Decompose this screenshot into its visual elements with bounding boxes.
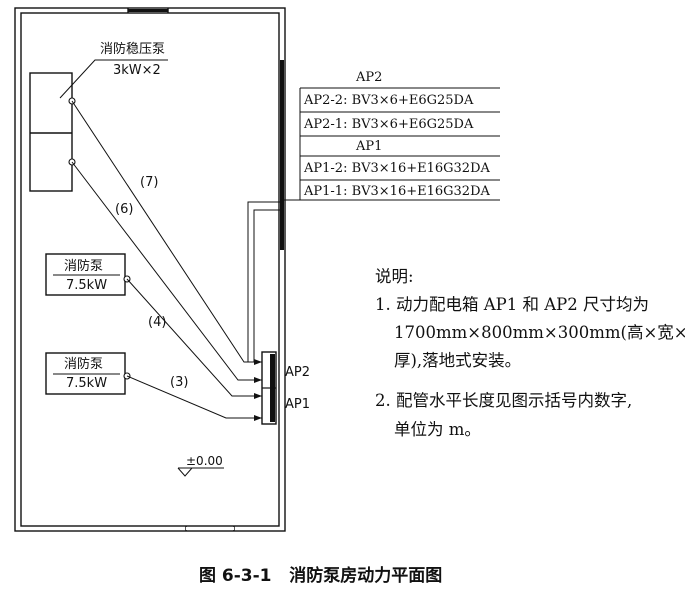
top-wall-window xyxy=(128,9,168,12)
box-label-ap2: AP2 xyxy=(285,365,311,380)
fire-pump-2-name: 消防泵 xyxy=(64,357,104,372)
cable-table-lines xyxy=(284,87,500,201)
distribution-boxes xyxy=(261,351,277,425)
cable-ap2-1: AP2-1: BV3×6+E6G25DA xyxy=(304,117,474,132)
notes-title: 说明: xyxy=(375,267,414,286)
fire-pump-2-power: 7.5kW xyxy=(66,376,108,391)
elevation-mark xyxy=(177,467,224,477)
floor-elevation: ±0.00 xyxy=(186,454,223,468)
notes-item1-line3: 厚),落地式安装。 xyxy=(394,351,522,370)
conduit-arrowheads xyxy=(254,359,262,421)
cable-group-ap2: AP2 xyxy=(356,70,383,85)
box-label-ap1: AP1 xyxy=(285,397,311,412)
conduit-label-3: (3) xyxy=(170,375,189,390)
notes-item1-line1: 1. 动力配电箱 AP1 和 AP2 尺寸均为 xyxy=(375,295,649,314)
fire-pump-1-name: 消防泵 xyxy=(64,259,104,274)
notes-item1-line2: 1700mm×800mm×300mm(高×宽× xyxy=(394,323,685,342)
notes-item2-line1: 2. 配管水平长度见图示括号内数字, xyxy=(375,391,633,410)
notes-item2-line2: 单位为 m。 xyxy=(394,420,481,439)
stabilizer-pump-power: 3kW×2 xyxy=(113,63,161,78)
pump-terminals xyxy=(68,97,131,380)
conduit-label-4: (4) xyxy=(148,315,167,330)
stabilizer-pump-units xyxy=(29,72,73,192)
conduit-label-6: (6) xyxy=(115,202,134,217)
figure-caption: 图 6-3-1 消防泵房动力平面图 xyxy=(199,566,443,586)
bottom-door-opening xyxy=(186,527,234,530)
cable-ap1-1: AP1-1: BV3×16+E16G32DA xyxy=(304,184,490,199)
fire-pump-1-box xyxy=(45,253,126,296)
fire-pump-1-power: 7.5kW xyxy=(66,278,108,293)
room-walls xyxy=(14,7,286,532)
stabilizer-pump-name: 消防稳压泵 xyxy=(100,42,166,57)
right-wall-cable-entry xyxy=(280,60,284,250)
cable-ap2-2: AP2-2: BV3×6+E6G25DA xyxy=(304,93,474,108)
cable-ap1-2: AP1-2: BV3×16+E16G32DA xyxy=(304,161,490,176)
cable-group-ap1: AP1 xyxy=(356,139,383,154)
conduit-label-7: (7) xyxy=(140,175,159,190)
incoming-feeders xyxy=(247,201,282,362)
